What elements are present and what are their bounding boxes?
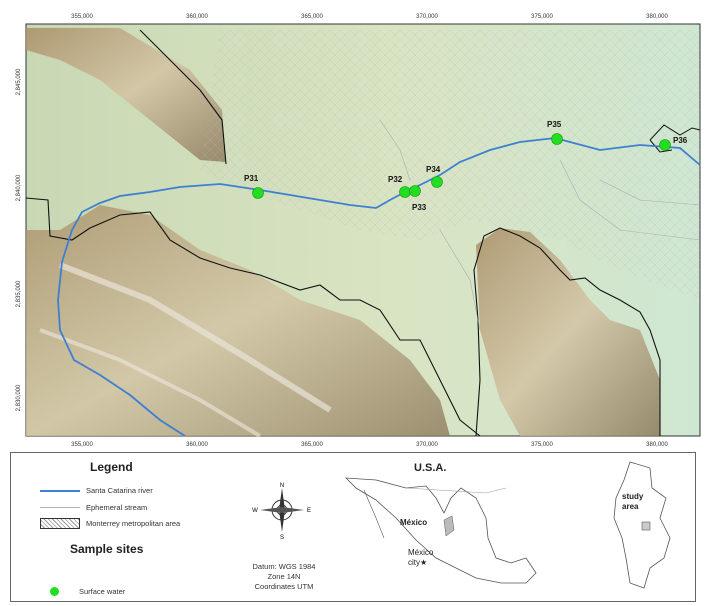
x-tick: 375,000 [531,442,553,448]
site-label: P34 [426,165,441,174]
legend-panel: Legend Santa Catarina river Ephemeral st… [10,452,700,602]
legend-metro: Monterrey metropolitan area [40,518,180,529]
legend-stream: Ephemeral stream [40,503,147,512]
x-tick: 380,000 [646,14,668,20]
compass-w: W [252,508,258,514]
datum-line-2: Zone 14N [267,572,301,581]
sample-site-p31[interactable]: P31 [244,174,264,199]
legend-frame [10,452,696,602]
site-label: P35 [547,120,562,129]
x-tick: 355,000 [71,14,93,20]
y-tick: 2,840,000 [16,174,22,201]
y-tick: 2,835,000 [16,280,22,307]
site-label: P31 [244,174,259,183]
metro-area-hatch [200,30,700,300]
study-word: study [622,492,644,501]
sample-sites-title: Sample sites [70,542,144,556]
site-label: P32 [388,175,403,184]
mexico-city-label: México city★ [408,548,433,568]
x-tick: 360,000 [186,14,208,20]
x-tick: 370,000 [416,14,438,20]
y-tick: 2,830,000 [16,384,22,411]
y-axis: 2,845,000 2,840,000 2,835,000 2,830,000 [16,68,22,411]
x-tick: 365,000 [301,442,323,448]
legend-surface: Surface water [50,587,125,596]
datum-line-3: Coordinates UTM [254,582,314,591]
legend-surface-label: Surface water [79,587,126,596]
x-axis-top: 355,000 360,000 365,000 370,000 375,000 … [71,14,668,20]
y-tick: 2,845,000 [16,68,22,95]
mexico-city-line-2: city★ [408,558,433,568]
mountain-ridge-south [26,205,450,436]
star-icon: ★ [420,558,428,567]
site-label: P36 [673,136,688,145]
datum-line-1: Datum: WGS 1984 [252,562,316,571]
metro-boundary-east [649,124,701,153]
study-area-box [641,521,651,531]
x-tick: 375,000 [531,14,553,20]
compass-n: N [280,483,284,489]
sample-site-p35[interactable]: P35 [547,120,563,145]
legend-title: Legend [90,460,133,474]
mountain-ridge-east [476,228,660,436]
x-tick: 365,000 [301,14,323,20]
map-area: P31 P32 P33 P34 P35 P36 [25,23,701,438]
state-inset-map [613,461,671,589]
city-word: city [408,558,420,567]
legend-stream-label: Ephemeral stream [86,503,148,512]
stream-swatch [40,507,80,508]
nuevo-leon-highlight [443,515,455,537]
ephemeral-streams [379,119,701,331]
sample-site-p34[interactable]: P34 [426,165,443,188]
area-word: area [622,502,639,511]
legend-river: Santa Catarina river [40,486,153,495]
sample-site-p36[interactable]: P36 [659,136,688,151]
study-area-label: study area [622,492,643,512]
metro-boundary [25,29,661,437]
legend-river-label: Santa Catarina river [86,486,153,495]
x-tick: 370,000 [416,442,438,448]
datum-text: Datum: WGS 1984 Zone 14N Coordinates UTM [244,562,324,592]
x-axis-bottom: 355,000 360,000 365,000 370,000 375,000 … [71,442,668,448]
compass-rose-icon: N S E W [252,483,311,540]
mexico-inset-map [344,477,537,584]
usa-label: U.S.A. [414,462,447,474]
site-label: P33 [412,203,427,212]
legend-metro-label: Monterrey metropolitan area [86,519,181,528]
x-tick: 355,000 [71,442,93,448]
metro-swatch [40,518,80,529]
compass-e: E [307,508,311,514]
santa-catarina-river [57,137,701,437]
sample-site-p33[interactable]: P33 [409,185,427,213]
compass-s: S [280,535,284,540]
x-tick: 360,000 [186,442,208,448]
river-swatch [40,489,80,492]
map-svg: 355,000 360,000 365,000 370,000 375,000 … [16,14,701,448]
x-tick: 380,000 [646,442,668,448]
mexico-city-line-1: México [408,548,434,557]
surface-swatch [50,587,59,596]
mountain-ridge-nw [26,28,226,162]
mexico-label: México [400,518,428,527]
